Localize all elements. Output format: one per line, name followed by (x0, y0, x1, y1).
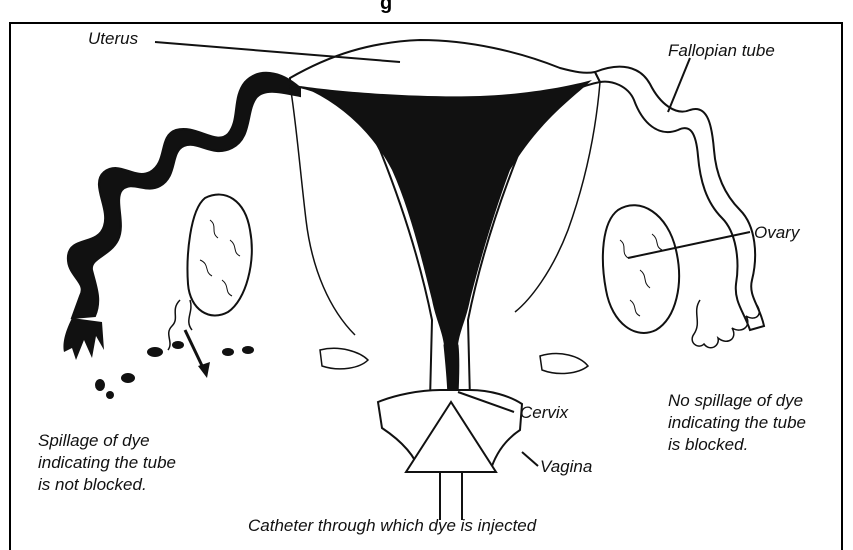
cervix-label: Cervix (520, 402, 568, 424)
ovary-label: Ovary (754, 222, 799, 244)
left-ureter-tissue (320, 348, 368, 369)
dye-drop (222, 348, 234, 356)
right-ovary (603, 205, 679, 333)
dye-spill-left (63, 318, 104, 360)
right-caption-line: indicating the tube (668, 412, 806, 434)
fallopian-tube-leader-line (668, 58, 690, 112)
left-caption: Spillage of dye indicating the tube is n… (38, 430, 176, 496)
fallopian-tube-label: Fallopian tube (668, 40, 775, 62)
dye-drop (106, 391, 114, 399)
left-ligament (290, 85, 355, 335)
left-caption-line: is not blocked. (38, 474, 176, 496)
left-caption-line: Spillage of dye (38, 430, 176, 452)
dye-drop (172, 341, 184, 349)
vagina-label: Vagina (540, 456, 592, 478)
left-caption-line: indicating the tube (38, 452, 176, 474)
vagina-leader-line (522, 452, 538, 466)
catheter-label: Catheter through which dye is injected (248, 515, 536, 537)
left-fallopian-tube-dye (68, 73, 300, 318)
dye-drop (242, 346, 254, 354)
right-caption-line: No spillage of dye (668, 390, 806, 412)
uterine-cavity-dye (300, 80, 592, 345)
dye-drop (121, 373, 135, 383)
right-caption-line: is blocked. (668, 434, 806, 456)
uterus-label: Uterus (88, 28, 138, 50)
right-ureter-tissue (540, 354, 588, 374)
left-ovary (188, 195, 252, 316)
right-caption: No spillage of dye indicating the tube i… (668, 390, 806, 456)
catheter-shaft (440, 472, 462, 520)
dye-drop (95, 379, 105, 391)
dye-drop (147, 347, 163, 357)
